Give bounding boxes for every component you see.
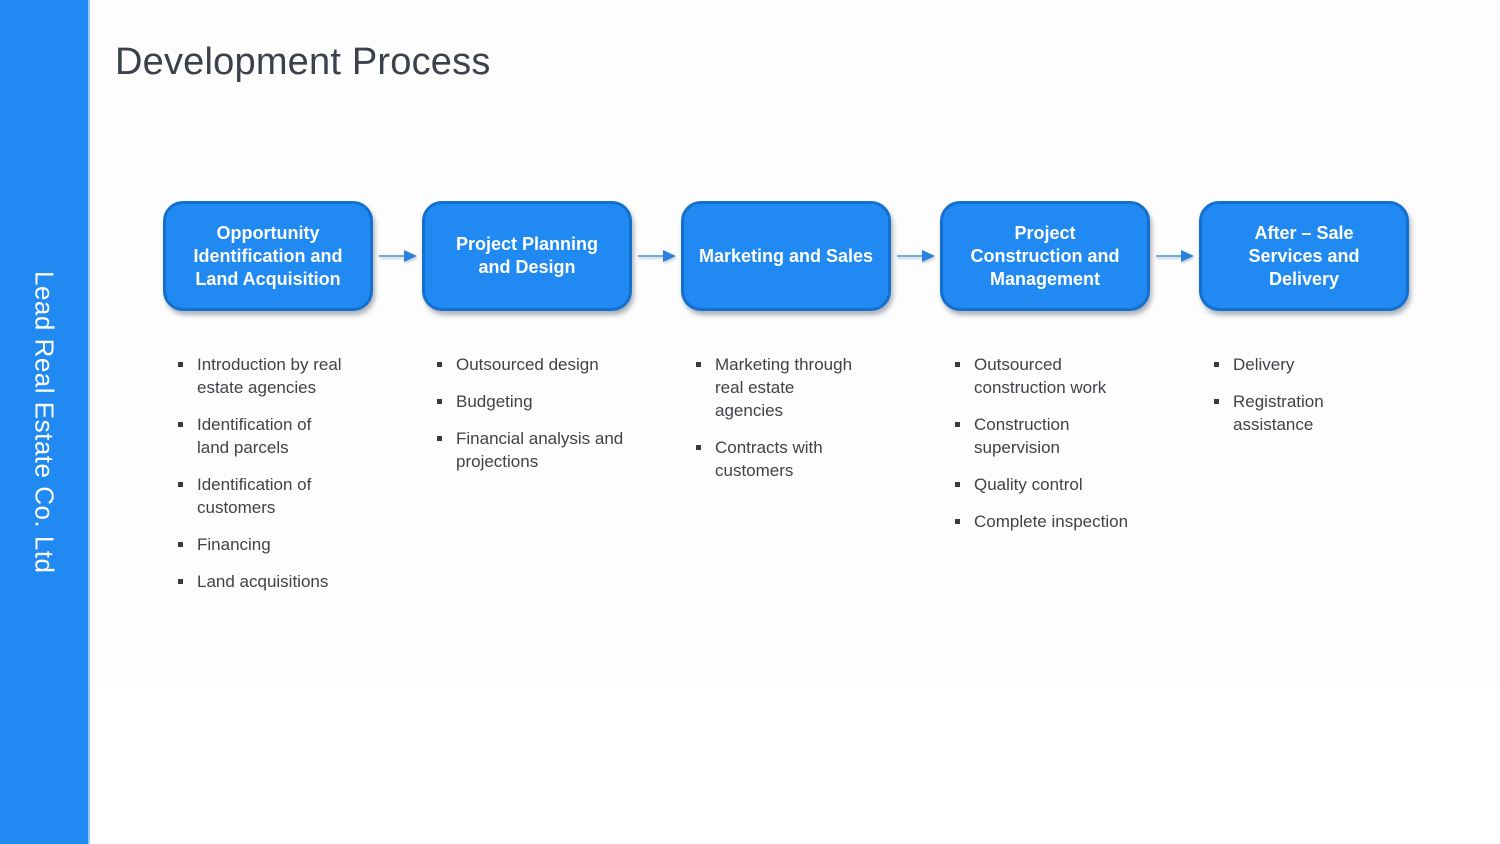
stage-box: Opportunity Identification and Land Acqu… <box>163 201 373 311</box>
list-item: Delivery <box>1214 353 1409 376</box>
bullet-square-icon <box>437 436 442 441</box>
list-item: Financing <box>178 533 373 556</box>
bullet-square-icon <box>696 362 701 367</box>
bullet-square-icon <box>437 362 442 367</box>
list-item: Financial analysis and projections <box>437 427 632 473</box>
stage-box: Project Construction and Management <box>940 201 1150 311</box>
bullet-square-icon <box>178 542 183 547</box>
flow-arrow <box>373 201 422 311</box>
stage-bullet-list: Marketing through real estate agencies C… <box>681 353 891 482</box>
process-flow: Opportunity Identification and Land Acqu… <box>163 201 1409 607</box>
list-item: Contracts with customers <box>696 436 891 482</box>
list-item: Outsourced design <box>437 353 632 376</box>
bullet-square-icon <box>178 579 183 584</box>
bullet-square-icon <box>955 422 960 427</box>
right-arrow-icon <box>896 250 935 262</box>
stage-box: Project Planning and Design <box>422 201 632 311</box>
flow-arrow <box>891 201 940 311</box>
stage-bullet-list: Outsourced design Budgeting Financial an… <box>422 353 632 473</box>
list-item: Identification of customers <box>178 473 373 519</box>
bullet-square-icon <box>1214 362 1219 367</box>
list-item: Marketing through real estate agencies <box>696 353 891 422</box>
stage-column-marketing: Marketing and Sales Marketing through re… <box>681 201 891 496</box>
stage-label: Marketing and Sales <box>698 245 874 266</box>
list-item: Construction supervision <box>955 413 1150 459</box>
stage-label: After – Sale Services and Delivery <box>1248 222 1360 289</box>
brand-sidebar: Lead Real Estate Co. Ltd <box>0 0 90 844</box>
stage-column-planning: Project Planning and Design Outsourced d… <box>422 201 632 487</box>
stage-column-opportunity: Opportunity Identification and Land Acqu… <box>163 201 373 607</box>
stage-box: Marketing and Sales <box>681 201 891 311</box>
bullet-square-icon <box>696 445 701 450</box>
bullet-square-icon <box>955 482 960 487</box>
bullet-square-icon <box>955 362 960 367</box>
stage-bullet-list: Outsourced construction work Constructio… <box>940 353 1150 533</box>
stage-column-after-sale: After – Sale Services and Delivery Deliv… <box>1199 201 1409 450</box>
right-arrow-icon <box>637 250 676 262</box>
company-name: Lead Real Estate Co. Ltd <box>29 270 60 574</box>
list-item: Complete inspection <box>955 510 1150 533</box>
list-item: Land acquisitions <box>178 570 373 593</box>
list-item: Budgeting <box>437 390 632 413</box>
bullet-square-icon <box>178 362 183 367</box>
page-title: Development Process <box>115 41 491 83</box>
stage-bullet-list: Delivery Registration assistance <box>1199 353 1409 436</box>
list-item: Identification of land parcels <box>178 413 373 459</box>
bullet-square-icon <box>955 519 960 524</box>
bullet-square-icon <box>437 399 442 404</box>
list-item: Registration assistance <box>1214 390 1409 436</box>
stage-bullet-list: Introduction by real estate agencies Ide… <box>163 353 373 593</box>
stage-label: Project Planning and Design <box>455 234 599 277</box>
list-item: Outsourced construction work <box>955 353 1150 399</box>
stage-label: Opportunity Identification and Land Acqu… <box>193 222 343 289</box>
bullet-square-icon <box>1214 399 1219 404</box>
list-item: Introduction by real estate agencies <box>178 353 373 399</box>
right-arrow-icon <box>378 250 417 262</box>
bullet-square-icon <box>178 422 183 427</box>
list-item: Quality control <box>955 473 1150 496</box>
stage-box: After – Sale Services and Delivery <box>1199 201 1409 311</box>
slide-content: Development Process Opportunity Identifi… <box>90 0 1500 844</box>
right-arrow-icon <box>1155 250 1194 262</box>
stage-column-construction: Project Construction and Management Outs… <box>940 201 1150 547</box>
stage-label: Project Construction and Management <box>970 222 1120 289</box>
flow-arrow <box>1150 201 1199 311</box>
flow-arrow <box>632 201 681 311</box>
bullet-square-icon <box>178 482 183 487</box>
